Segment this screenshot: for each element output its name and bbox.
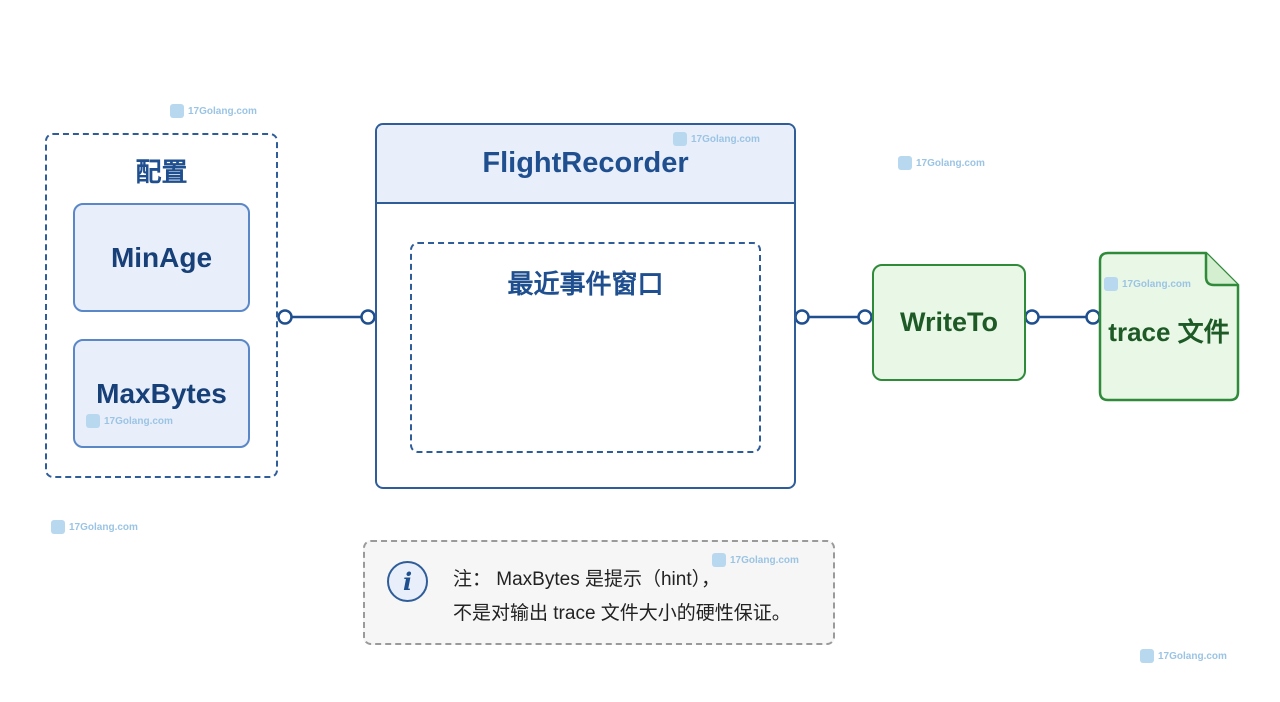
watermark: 17Golang.com bbox=[673, 132, 760, 146]
trace-file-icon bbox=[1098, 251, 1240, 402]
trace-file-label: trace 文件 bbox=[1108, 317, 1230, 347]
watermark: 17Golang.com bbox=[170, 104, 257, 118]
watermark-logo-icon bbox=[898, 156, 912, 170]
note-box bbox=[363, 540, 835, 645]
watermark: 17Golang.com bbox=[51, 520, 138, 534]
port-config-out bbox=[277, 309, 293, 325]
watermark-text: 17Golang.com bbox=[691, 133, 760, 145]
watermark-logo-icon bbox=[1104, 277, 1118, 291]
watermark-text: 17Golang.com bbox=[916, 157, 985, 169]
config-title: 配置 bbox=[135, 157, 188, 187]
watermark-text: 17Golang.com bbox=[104, 415, 173, 427]
port-file-in bbox=[1085, 309, 1101, 325]
max-bytes-box: MaxBytes bbox=[73, 339, 250, 448]
writeto-box: WriteTo bbox=[872, 264, 1026, 381]
note-line-1: 注： MaxBytes 是提示（hint）， bbox=[453, 569, 721, 590]
info-icon: i bbox=[387, 561, 428, 602]
watermark: 17Golang.com bbox=[86, 414, 173, 428]
watermark-logo-icon bbox=[170, 104, 184, 118]
watermark-logo-icon bbox=[673, 132, 687, 146]
watermark-logo-icon bbox=[1140, 649, 1154, 663]
watermark: 17Golang.com bbox=[1104, 277, 1191, 291]
watermark: 17Golang.com bbox=[898, 156, 985, 170]
watermark-logo-icon bbox=[51, 520, 65, 534]
watermark-text: 17Golang.com bbox=[730, 554, 799, 566]
watermark: 17Golang.com bbox=[1140, 649, 1227, 663]
flight-recorder-title: FlightRecorder bbox=[377, 125, 794, 204]
config-group bbox=[45, 133, 278, 478]
watermark-logo-icon bbox=[86, 414, 100, 428]
watermark-text: 17Golang.com bbox=[188, 105, 257, 117]
watermark-text: 17Golang.com bbox=[1122, 278, 1191, 290]
watermark: 17Golang.com bbox=[712, 553, 799, 567]
watermark-text: 17Golang.com bbox=[69, 521, 138, 533]
port-writeto-out bbox=[1024, 309, 1040, 325]
watermark-logo-icon bbox=[712, 553, 726, 567]
port-recorder-out bbox=[794, 309, 810, 325]
port-recorder-in bbox=[360, 309, 376, 325]
recent-events-window-title: 最近事件窗口 bbox=[507, 269, 664, 299]
min-age-box: MinAge bbox=[73, 203, 250, 312]
watermark-text: 17Golang.com bbox=[1158, 650, 1227, 662]
note-line-2: 不是对输出 trace 文件大小的硬性保证。 bbox=[453, 603, 791, 624]
recent-events-window-group bbox=[410, 242, 761, 453]
port-writeto-in bbox=[857, 309, 873, 325]
